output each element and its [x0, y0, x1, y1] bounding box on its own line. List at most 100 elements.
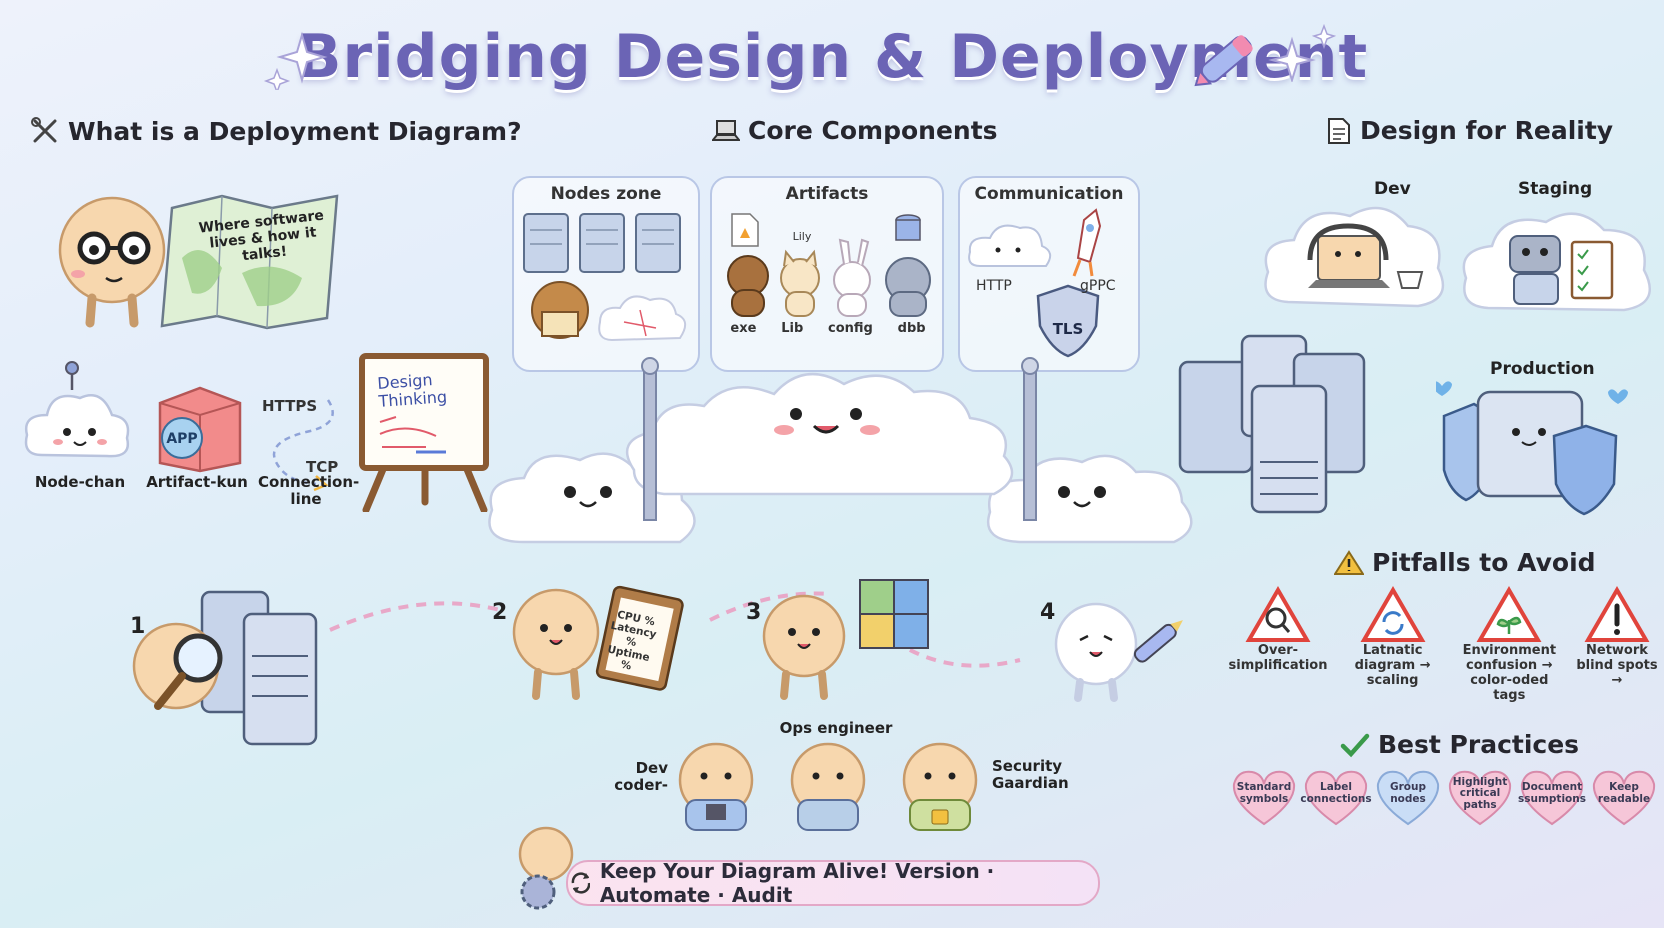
http-label: HTTP — [976, 278, 1012, 294]
section-pitfalls-title: Pitfalls to Avoid — [1372, 548, 1596, 577]
heart-icon — [1436, 381, 1628, 404]
flow-path-line — [329, 591, 1021, 668]
file-icon — [731, 213, 759, 247]
database-icon — [895, 214, 921, 241]
pitfall-label: Over-simplification — [1228, 643, 1328, 673]
section-reality-heading: Design for Reality — [1326, 116, 1613, 145]
heart-icon — [1448, 770, 1512, 826]
ops-engineer-label: Ops engineer — [779, 719, 893, 737]
pitfall-label: Network blind spots → — [1576, 643, 1658, 688]
connection-line-label: Connection-line — [258, 473, 360, 509]
footer-text: Keep Your Diagram Alive! Version · Autom… — [599, 859, 995, 907]
section-what-heading: What is a Deployment Diagram? — [30, 116, 522, 146]
server-icon — [1178, 334, 1366, 514]
tls-label: TLS — [1052, 320, 1084, 338]
best-practice-heart: Group nodes — [1374, 768, 1442, 826]
https-label: HTTPS — [262, 397, 318, 415]
env-dev-label: Dev — [1374, 179, 1411, 199]
server-icon — [200, 590, 318, 746]
heart-icon — [1304, 770, 1368, 826]
best-practice-heart: Keep readable — [1590, 768, 1658, 826]
laptop-character-icon — [1307, 223, 1390, 288]
env-production-label: Production — [1490, 359, 1595, 379]
elephant-icon — [885, 257, 931, 317]
sparkle-icon — [1268, 23, 1337, 82]
communication-illustration — [968, 208, 1102, 358]
best-practice-label: Label connections — [1300, 781, 1372, 805]
whiteboard-easel-icon — [359, 353, 489, 512]
section-reality-title: Design for Reality — [1360, 116, 1614, 145]
pitfall-item: Over-simplification — [1226, 586, 1330, 706]
section-core-title: Core Components — [748, 116, 998, 145]
blob-character — [1054, 602, 1138, 702]
refresh-icon — [571, 872, 590, 894]
map-character-illustration — [58, 194, 339, 330]
blob-character — [790, 742, 866, 831]
step-2-clipboard-character — [512, 585, 684, 700]
heart-icon — [1520, 770, 1584, 826]
grpc-label: gPPC — [1080, 278, 1116, 294]
cloud-bridge-illustration — [488, 357, 1193, 544]
heart-icon — [1232, 770, 1296, 826]
section-best-title: Best Practices — [1378, 730, 1580, 759]
artifact-labels-row: exe Lib config dbb — [718, 321, 938, 337]
pitfall-label: Environment confusion → color-oded tags — [1462, 643, 1557, 703]
checkmark-icon — [1340, 733, 1370, 757]
refresh-icon — [1360, 586, 1426, 642]
exclamation-icon — [1584, 586, 1650, 642]
checklist-icon — [1570, 240, 1614, 300]
footer-banner: Keep Your Diagram Alive! Version · Autom… — [566, 859, 1100, 907]
server-icon — [635, 213, 681, 273]
pitfalls-row: Over-simplification Latnatic diagram → s… — [1226, 586, 1662, 706]
laptop-icon — [712, 119, 740, 141]
best-practice-label: Standard symbols — [1236, 781, 1292, 805]
marker-pen-icon — [1194, 35, 1253, 87]
whiteboard-text: Design Thinking — [376, 370, 448, 412]
section-core-heading: Core Components — [712, 116, 998, 145]
best-practice-label: Group nodes — [1389, 781, 1426, 805]
heart-icon — [1376, 770, 1440, 826]
robot-icon — [1509, 235, 1561, 305]
node-chan-cloud-icon — [24, 361, 130, 458]
connection-line-icon — [272, 399, 334, 492]
step-1-number: 1 — [130, 614, 146, 639]
blob-character — [902, 742, 978, 831]
step-1-magnifier-servers — [132, 590, 318, 746]
pitfall-label: Latnatic diagram → scaling — [1354, 643, 1431, 688]
production-shielded-server — [1436, 381, 1628, 516]
heart-icon — [1592, 770, 1656, 826]
marker-pen-icon — [1133, 620, 1183, 663]
best-practices-row: Standard symbols Label connections Group… — [1230, 768, 1658, 826]
server-rack-cluster — [1178, 334, 1366, 514]
magnifier-icon — [1245, 586, 1311, 642]
section-what-title: What is a Deployment Diagram? — [68, 116, 522, 146]
best-practice-heart: Highlight critical paths — [1446, 768, 1514, 826]
app-badge: APP — [166, 431, 198, 447]
best-practice-label: Highlight critical paths — [1452, 775, 1508, 811]
server-icon — [579, 213, 625, 273]
artifact-label: config — [828, 321, 873, 336]
map-icon — [160, 194, 339, 330]
best-practice-heart: Label connections — [1300, 768, 1372, 826]
nodes-zone-illustration — [523, 213, 687, 342]
security-guardian-label: Security Gaardian — [992, 757, 1069, 793]
coffee-cup-icon — [1396, 271, 1424, 289]
dev-coder-label: Dev coder- — [614, 759, 668, 795]
tools-icon — [31, 117, 57, 143]
artifact-kun-label: Artifact-kun — [146, 473, 248, 491]
shield-icon — [1036, 284, 1100, 358]
artifact-top-label: Lily — [792, 230, 812, 243]
node-chan-label: Node-chan — [34, 473, 126, 491]
document-icon — [1328, 117, 1350, 144]
artifacts-animals-illustration — [727, 213, 931, 317]
shield-icon — [1552, 424, 1618, 516]
best-practice-heart: Standard symbols — [1230, 768, 1298, 826]
blob-character — [762, 594, 846, 700]
step-2-number: 2 — [492, 600, 508, 625]
section-pitfalls-heading: Pitfalls to Avoid — [1334, 548, 1596, 577]
step-3-number: 3 — [746, 600, 762, 625]
rocket-icon — [1072, 208, 1102, 277]
cloud-map-icon — [598, 295, 687, 342]
puzzle-icon — [859, 579, 929, 649]
artifact-label: Lib — [781, 321, 804, 336]
